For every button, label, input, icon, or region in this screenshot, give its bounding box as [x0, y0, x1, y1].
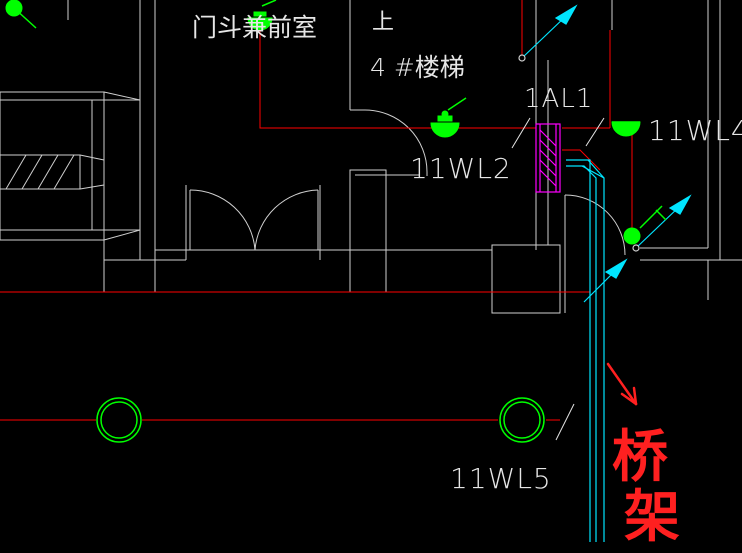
circuit-ticks [511, 117, 605, 441]
wall-lamp-right [611, 121, 641, 137]
junction-box-right [499, 397, 545, 443]
circuit-label-11WL2: 11WL2 [410, 152, 512, 185]
room-name-label: 门斗兼前室 [192, 13, 318, 42]
switch-right [623, 205, 667, 245]
stair-name-label: 4 #楼梯 [370, 53, 465, 82]
leader-arrows [518, 4, 692, 303]
cable-tray [566, 159, 605, 542]
top-left-fixture [5, 0, 37, 29]
annotation-text-line1: 桥 [612, 424, 668, 490]
annotation-text-line2: 架 [624, 484, 680, 550]
stair-up-label: 上 [372, 10, 395, 35]
distribution-panel-1AL1 [535, 123, 561, 193]
wall-lines [0, 0, 742, 314]
red-wiring [0, 0, 633, 421]
hatched-block [0, 154, 81, 190]
panel-label-1AL1: 1AL1 [524, 84, 594, 114]
ceiling-lamp-stair [430, 97, 467, 138]
junction-box-left [96, 397, 142, 443]
circuit-label-11WL5: 11WL5 [450, 462, 552, 495]
ceiling-lamp-room [247, 0, 277, 31]
circuit-label-11WL4: 11WL4 [648, 114, 742, 147]
annotation-arrow [606, 362, 638, 406]
lamp-fixtures [5, 0, 667, 443]
